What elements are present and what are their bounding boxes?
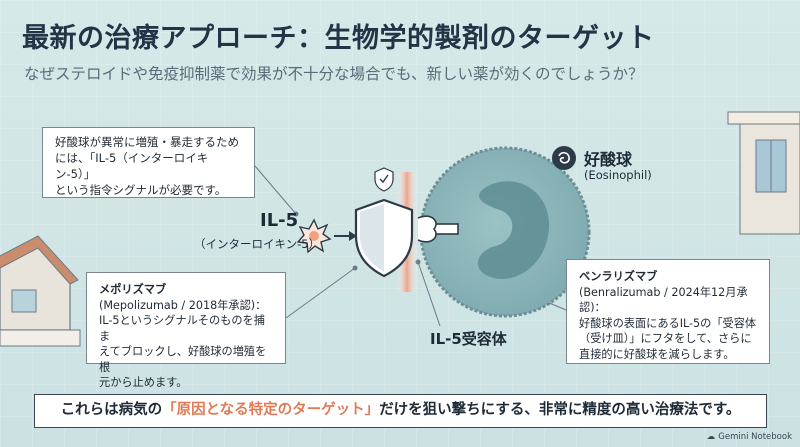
page-title: 最新の治療アプローチ：生物学的製剤のターゲット [22,23,655,54]
drug-name: ベンラリズマブ [579,270,658,283]
il5-label: IL-5 [260,210,299,231]
page-subtitle: なぜステロイドや免疫抑制薬で効果が不十分な場合でも、新しい薬が効くのでしょうか？ [24,65,644,83]
drug-desc-line: 元から止めます。 [99,376,188,389]
banner-text-after: だけを狙い撃ちにする、非常に精度の高い治療法です。 [379,402,741,418]
drug-name: メポリズマブ [99,283,167,296]
drug-approval: (Mepolizumab / 2018年承認)： [99,298,267,312]
drug-desc-line: えてブロックし、好酸球の増殖を根 [99,345,267,374]
banner-text-before: これらは病気の [60,402,163,418]
brand-name: Gemini Notebook [718,432,792,442]
arrow-icon [334,231,357,241]
right-building-illustration [727,111,800,235]
eosinophil-english-label: (Eosinophil) [584,168,652,182]
brand-watermark: ☁ Gemini Notebook [707,432,792,442]
il5-receptor-icon [417,215,459,243]
brand-logo-icon: ☁ [706,432,716,442]
eosinophil-badge-icon [552,146,576,170]
banner-highlight: 「原因となる特定のターゲット」 [162,402,380,418]
callout-line: には、「IL-5（インターロイキン-5）」 [55,151,209,181]
il5-explanation-callout: 好酸球が異常に増殖・暴走するため には、「IL-5（インターロイキン-5）」 と… [42,127,255,198]
drug-desc-line: （受け皿）」にフタをして、さらに [579,332,752,345]
drug-desc-line: IL-5というシグナルそのものを捕ま [99,314,265,343]
il5-molecule-icon [296,218,332,254]
mepolizumab-callout: メポリズマブ (Mepolizumab / 2018年承認)： IL-5というシ… [86,272,286,389]
antibody-shield-icon [354,198,414,278]
callout-line: 好酸球が異常に増殖・暴走するため [55,135,239,149]
eosinophil-label: 好酸球 [584,150,633,169]
il5-sublabel: （インターロイキン-5） [194,237,321,251]
check-shield-icon [374,167,394,192]
left-house-illustration [0,235,81,347]
summary-banner: これらは病気の「原因となる特定のターゲット」だけを狙い撃ちにする、非常に精度の高… [34,394,767,428]
drug-desc-line: 好酸球の表面にあるIL-5の「受容体 [579,316,757,330]
drug-approval: (Benralizumab / 2024年12月承認)： [579,285,748,315]
drug-desc-line: 直接的に好酸球を減らします。 [579,347,735,361]
benralizumab-callout: ベンラリズマブ (Benralizumab / 2024年12月承認)： 好酸球… [566,259,770,364]
callout-line: という指令シグナルが必要です。 [55,183,227,197]
eosinophil-cell-illustration [419,146,591,318]
receptor-label: IL-5受容体 [430,330,507,348]
